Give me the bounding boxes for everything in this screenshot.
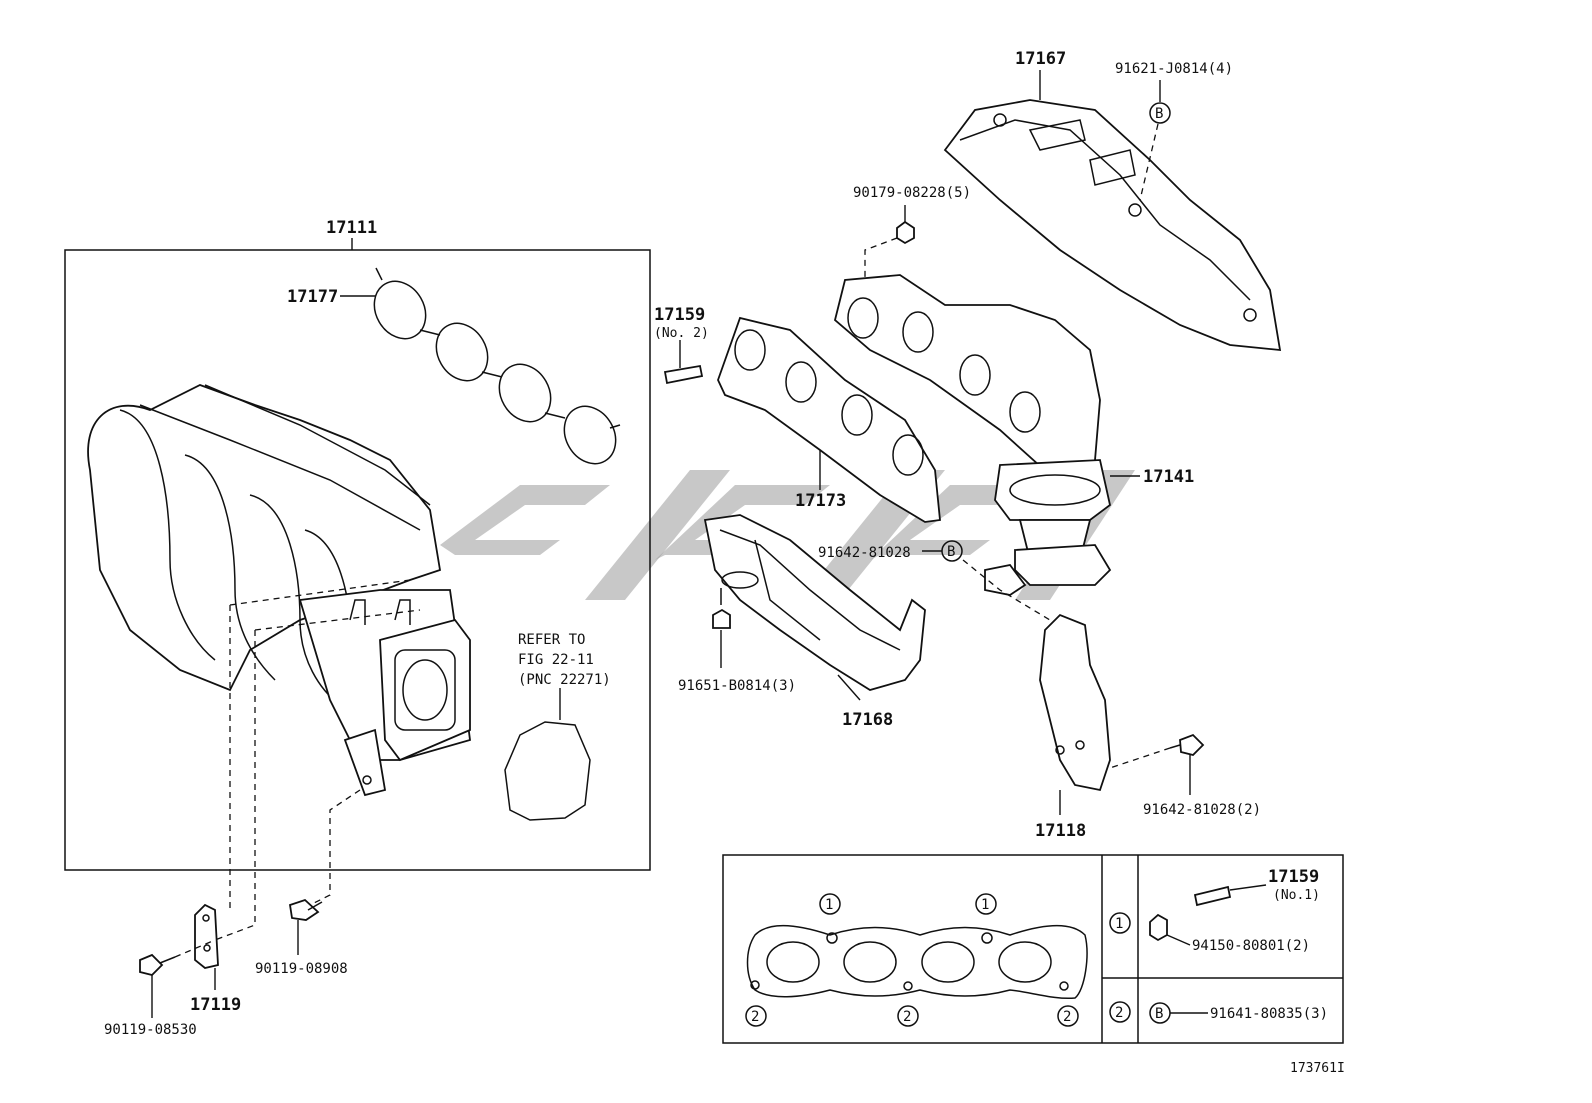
exhaust-gasket-17173 <box>717 316 941 523</box>
label-17159-no2-sub: (No. 2) <box>654 326 709 341</box>
marker-2-right: 2 <box>1063 1009 1071 1025</box>
label-94150-80801: 94150-80801(2) <box>1192 938 1310 954</box>
gasket-outline-legend <box>746 924 1088 1000</box>
label-17173: 17173 <box>795 491 846 511</box>
stud-17159-no1 <box>1193 885 1232 907</box>
marker-b-circle-top <box>1149 102 1171 124</box>
heat-insulator-17118 <box>1039 613 1111 792</box>
refer-note-line3: (PNC 22271) <box>518 672 611 688</box>
label-91642-81028-2: 91642-81028(2) <box>1143 802 1261 818</box>
marker-2-mid: 2 <box>903 1009 911 1025</box>
label-17177: 17177 <box>287 287 338 307</box>
bolt-90119-08908 <box>288 898 323 921</box>
label-91651-b0814: 91651-B0814(3) <box>678 678 796 694</box>
label-17141: 17141 <box>1143 467 1194 487</box>
label-17159-no2: 17159 <box>654 305 705 325</box>
key-1: 1 <box>1115 916 1123 932</box>
stud-17159-no2 <box>663 364 704 385</box>
intake-manifold-box <box>64 249 651 871</box>
nut-90179-08228 <box>896 220 915 245</box>
marker-b-mid: B <box>947 544 955 560</box>
intake-manifold-17111 <box>87 384 471 797</box>
label-17159-no1-sub: (No.1) <box>1273 888 1320 903</box>
marker-1-right: 1 <box>981 897 989 913</box>
key-2: 2 <box>1115 1005 1123 1021</box>
gasket-legend-table <box>722 854 1344 1044</box>
marker-1-left: 1 <box>825 897 833 913</box>
marker-b-table: B <box>1155 1006 1163 1022</box>
label-90179-08228: 90179-08228(5) <box>853 185 971 201</box>
label-90119-08530: 90119-08530 <box>104 1022 197 1038</box>
label-91642-81028-b: 91642-81028 <box>818 545 911 561</box>
throttle-body-gasket <box>504 721 591 821</box>
refer-note-line2: FIG 22-11 <box>518 652 594 668</box>
label-17111: 17111 <box>326 218 377 238</box>
label-17118: 17118 <box>1035 821 1086 841</box>
bracket-17119 <box>194 903 219 969</box>
label-17167: 17167 <box>1015 49 1066 69</box>
label-17119: 17119 <box>190 995 241 1015</box>
label-91621-j0814: 91621-J0814(4) <box>1115 61 1233 77</box>
intake-gasket-17177 <box>373 267 621 465</box>
label-17159-no1: 17159 <box>1268 867 1319 887</box>
label-90119-08908: 90119-08908 <box>255 961 348 977</box>
heat-insulator-17168 <box>703 514 926 691</box>
bolt-91651-b0814 <box>712 588 731 629</box>
exhaust-manifold-17141 <box>833 274 1112 596</box>
heat-insulator-17167 <box>943 99 1282 352</box>
bolt-90119-08530 <box>139 953 176 976</box>
marker-b-top: B <box>1155 106 1163 122</box>
marker-2-left: 2 <box>751 1009 759 1025</box>
nut-94150-80801 <box>1149 913 1168 942</box>
refer-note-line1: REFER TO <box>518 632 585 648</box>
bolt-91642-81028 <box>1169 733 1205 756</box>
figure-id: 173761I <box>1290 1061 1345 1076</box>
label-91641-80835: 91641-80835(3) <box>1210 1006 1328 1022</box>
label-17168: 17168 <box>842 710 893 730</box>
marker-b-circle-mid <box>941 540 963 562</box>
